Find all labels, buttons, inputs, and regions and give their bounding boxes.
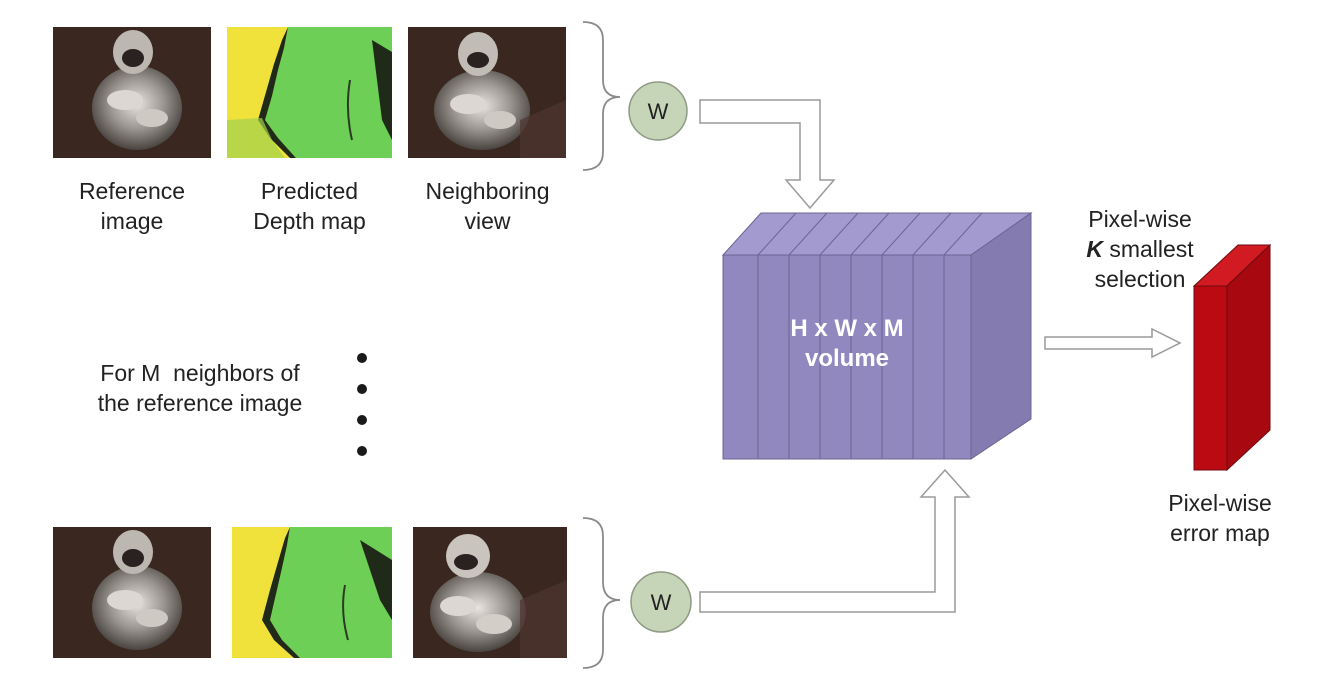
neighbors-caption: For M neighbors of the reference image xyxy=(97,360,303,416)
volume-slice-top-line xyxy=(943,212,983,256)
neighboring-view-top xyxy=(408,27,566,158)
volume-label-line2: volume xyxy=(804,345,890,372)
top-brace xyxy=(582,21,621,171)
ellipsis-dots xyxy=(357,353,367,456)
depth-map-top xyxy=(227,27,392,158)
reference-image-label: Reference image xyxy=(78,178,186,234)
depth-map-label: Predicted Depth map xyxy=(253,178,366,234)
volume-slice-top-line xyxy=(912,212,952,256)
warp-circle-bottom xyxy=(630,571,692,633)
selection-label: Pixel-wise K smallest selection xyxy=(1040,204,1240,294)
selection-line2-rest: smallest xyxy=(1102,236,1194,262)
reference-image-top xyxy=(53,27,211,158)
warp-circle-top xyxy=(628,81,688,141)
volume-slice-top-line xyxy=(850,212,890,256)
top-arrow xyxy=(699,99,836,210)
error-map-label: Pixel-wise error map xyxy=(1168,490,1272,546)
k-symbol: K xyxy=(1086,236,1103,262)
selection-line2: K smallest xyxy=(1040,234,1240,264)
volume-slice-top-line xyxy=(881,212,921,256)
warp-symbol-bottom: W xyxy=(651,590,672,615)
selection-arrow xyxy=(1044,327,1182,359)
neighboring-view-bottom xyxy=(413,527,567,658)
neighboring-view-label: Neighboring view xyxy=(425,178,550,234)
volume-slice-top-line xyxy=(788,212,828,256)
selection-line3: selection xyxy=(1094,266,1186,292)
error-map-block xyxy=(1192,243,1272,472)
bottom-arrow xyxy=(699,468,971,613)
volume-label-line1: H x W x M xyxy=(790,315,904,342)
selection-line1: Pixel-wise xyxy=(1088,206,1192,232)
warp-symbol-top: W xyxy=(648,99,669,124)
volume-box xyxy=(721,212,1033,460)
volume-slice-top-line xyxy=(757,212,797,256)
reference-image-bottom xyxy=(53,527,211,658)
depth-map-bottom xyxy=(232,527,392,658)
volume-slice-top-line xyxy=(819,212,859,256)
bottom-brace xyxy=(582,517,621,669)
volume-slices xyxy=(757,212,983,459)
